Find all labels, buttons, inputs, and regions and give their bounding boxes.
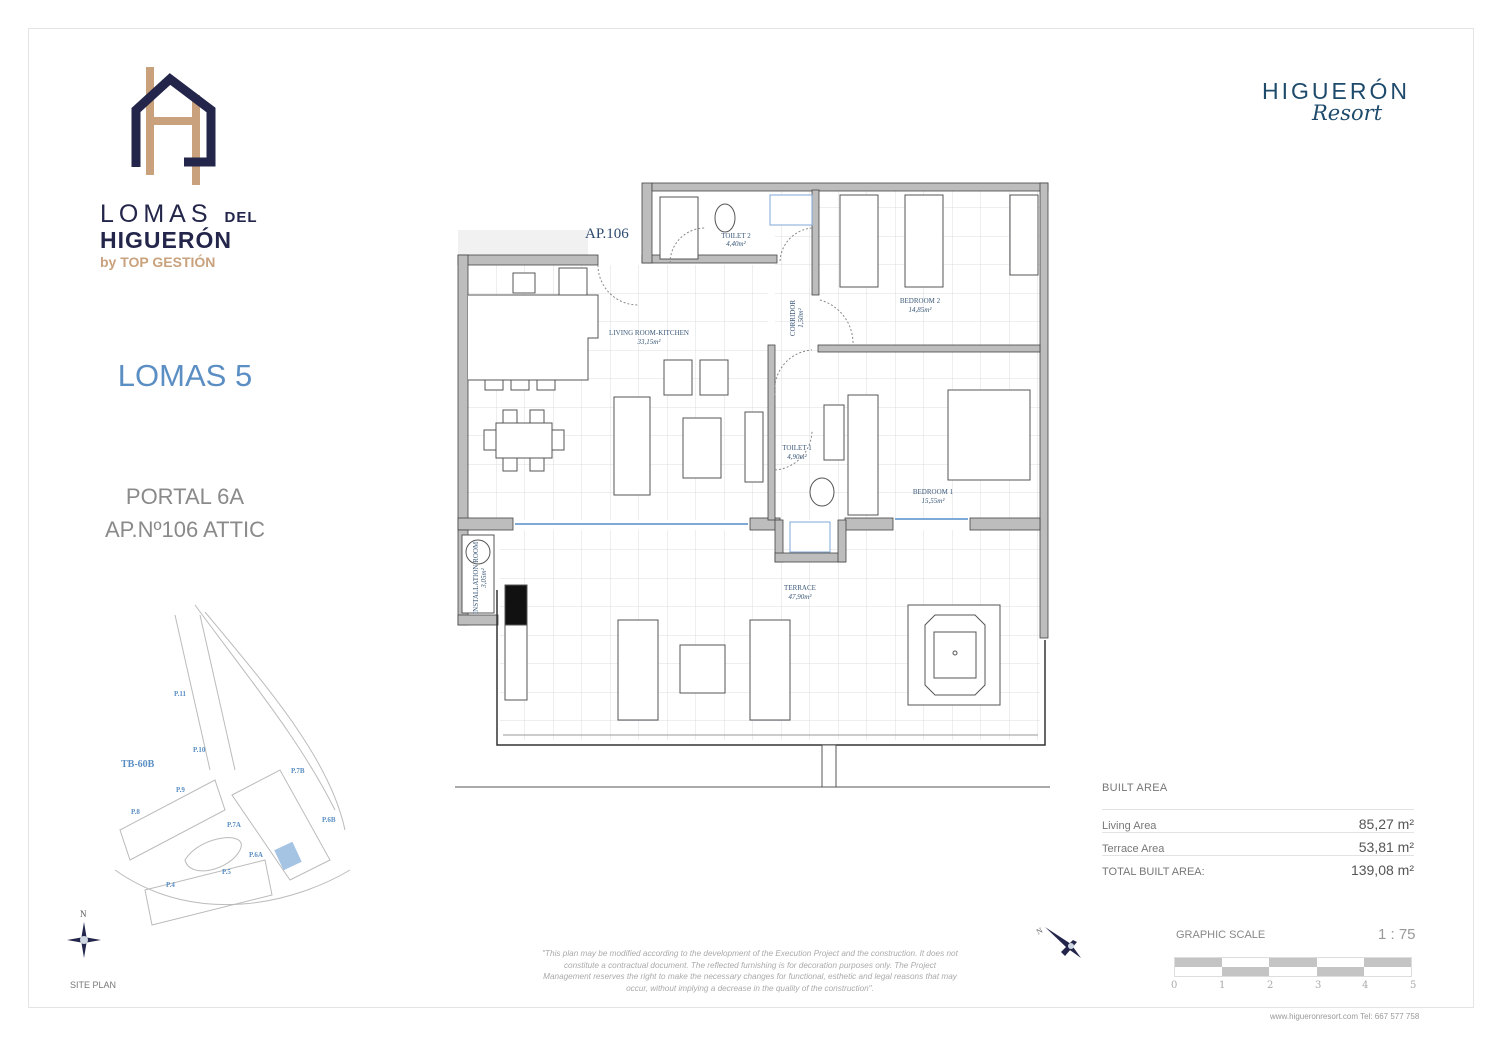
brand-name: HIGUERÓN [1262,78,1410,104]
apartment-info: PORTAL 6A AP.Nº106 ATTIC [60,480,310,546]
scale-tick: 4 [1362,980,1369,991]
area-label: Living Area [1102,820,1157,832]
room-area: 4,40m² [726,240,746,248]
scale-tick: 0 [1171,980,1178,991]
compass-rose-icon [67,922,101,958]
room-name: INSTALLATION ROOM [472,541,480,614]
disclaimer: "This plan may be modified according to … [542,949,958,993]
logo-line3: by TOP GESTIÓN [100,254,216,270]
plan-north-label: N [1035,926,1044,937]
logo-line2: HIGUERÓN [100,227,232,253]
site-zone-label: TB-60B [121,759,155,770]
plan-compass-icon: N [1035,926,1081,958]
room-area: 1,50m² [797,307,805,327]
area-value: 85,27 m² [1358,816,1414,832]
floor-plan: AP.106 TOILET 2 4,40m² LIVING ROOM-KITCH… [455,182,1050,788]
room-area: 33,15m² [637,338,662,346]
room-area: 14,85m² [909,306,933,314]
site-portal-label: P.11 [174,690,186,698]
room-name: LIVING ROOM-KITCHEN [609,329,689,337]
scale-tick: 1 [1219,980,1226,991]
site-portal-label: P.10 [193,746,206,754]
room-area: 47,90m² [789,593,813,601]
project-name: LOMAS 5 [117,358,253,393]
area-row: Living Area 85,27 m² [1102,809,1414,832]
scale-title: GRAPHIC SCALE [1176,929,1266,941]
area-value: 53,81 m² [1358,839,1414,855]
area-value: 139,08 m² [1350,862,1414,878]
room-name: BEDROOM 1 [913,488,954,496]
scale-ticks: 0 1 2 3 4 5 [1170,980,1420,994]
room-name: TERRACE [784,584,816,592]
apartment-label: AP.Nº106 ATTIC [104,517,266,542]
built-area-table: BUILT AREA Living Area 85,27 m² Terrace A… [1102,782,1414,878]
room-labels: AP.106 TOILET 2 4,40m² LIVING ROOM-KITCH… [472,226,954,614]
room-name: BEDROOM 2 [900,297,941,305]
page-frame [28,28,1474,1008]
room-name: TOILET 2 [721,232,751,240]
built-area-title: BUILT AREA [1102,782,1168,794]
apartment-tag: AP.106 [585,226,629,242]
room-area: 15,55m² [922,497,946,505]
walls [457,182,1049,639]
graphic-scale-bar [1174,957,1412,977]
site-portal-label: P.8 [131,808,140,816]
logo-line1: LOMAS [100,200,213,228]
site-portal-label: P.5 [222,868,231,876]
windows [515,518,968,525]
site-plan: P.11 P.10 P.9 P.8 P.7B P.7A P.6B P.6A P.… [67,604,351,958]
site-portal-label: P.7A [227,821,241,829]
area-row: Terrace Area 53,81 m² [1102,832,1414,855]
lomas-logo-icon [131,67,216,185]
site-portal-label: P.9 [176,786,185,794]
room-name: CORRIDOR [789,300,797,337]
higueron-resort-logo: HIGUERÓN Resort [1262,78,1410,125]
footer-website: www.higueronresort.com Tel: 667 577 758 [1270,1012,1420,1021]
site-portal-label: P.6B [322,816,336,824]
furniture [461,194,1039,721]
site-portal-label: P.7B [291,767,305,775]
room-area: 4,90m² [787,453,807,461]
scale-tick: 2 [1267,980,1274,991]
portal-label: PORTAL 6A [125,484,245,509]
site-plan-title: SITE PLAN [70,980,117,990]
scale-tick: 5 [1410,980,1417,991]
brand-sub: Resort [1312,101,1383,125]
site-portal-label: P.6A [249,851,263,859]
logo-line1-small: DEL [224,209,258,226]
area-label: TOTAL BUILT AREA: [1102,866,1205,878]
area-label: Terrace Area [1102,843,1165,855]
highlighted-unit [274,841,302,871]
lomas-logo-text: LOMAS DEL HIGUERÓN by TOP GESTIÓN [100,200,260,270]
site-portal-label: P.4 [166,881,175,889]
room-area: 3,05m² [480,567,488,588]
door-swings [597,227,854,471]
room-name: TOILET 1 [782,444,812,452]
scale-tick: 3 [1315,980,1322,991]
area-row: TOTAL BUILT AREA: 139,08 m² [1102,855,1414,878]
north-label: N [80,909,87,919]
scale-ratio: 1 : 75 [1378,926,1416,943]
